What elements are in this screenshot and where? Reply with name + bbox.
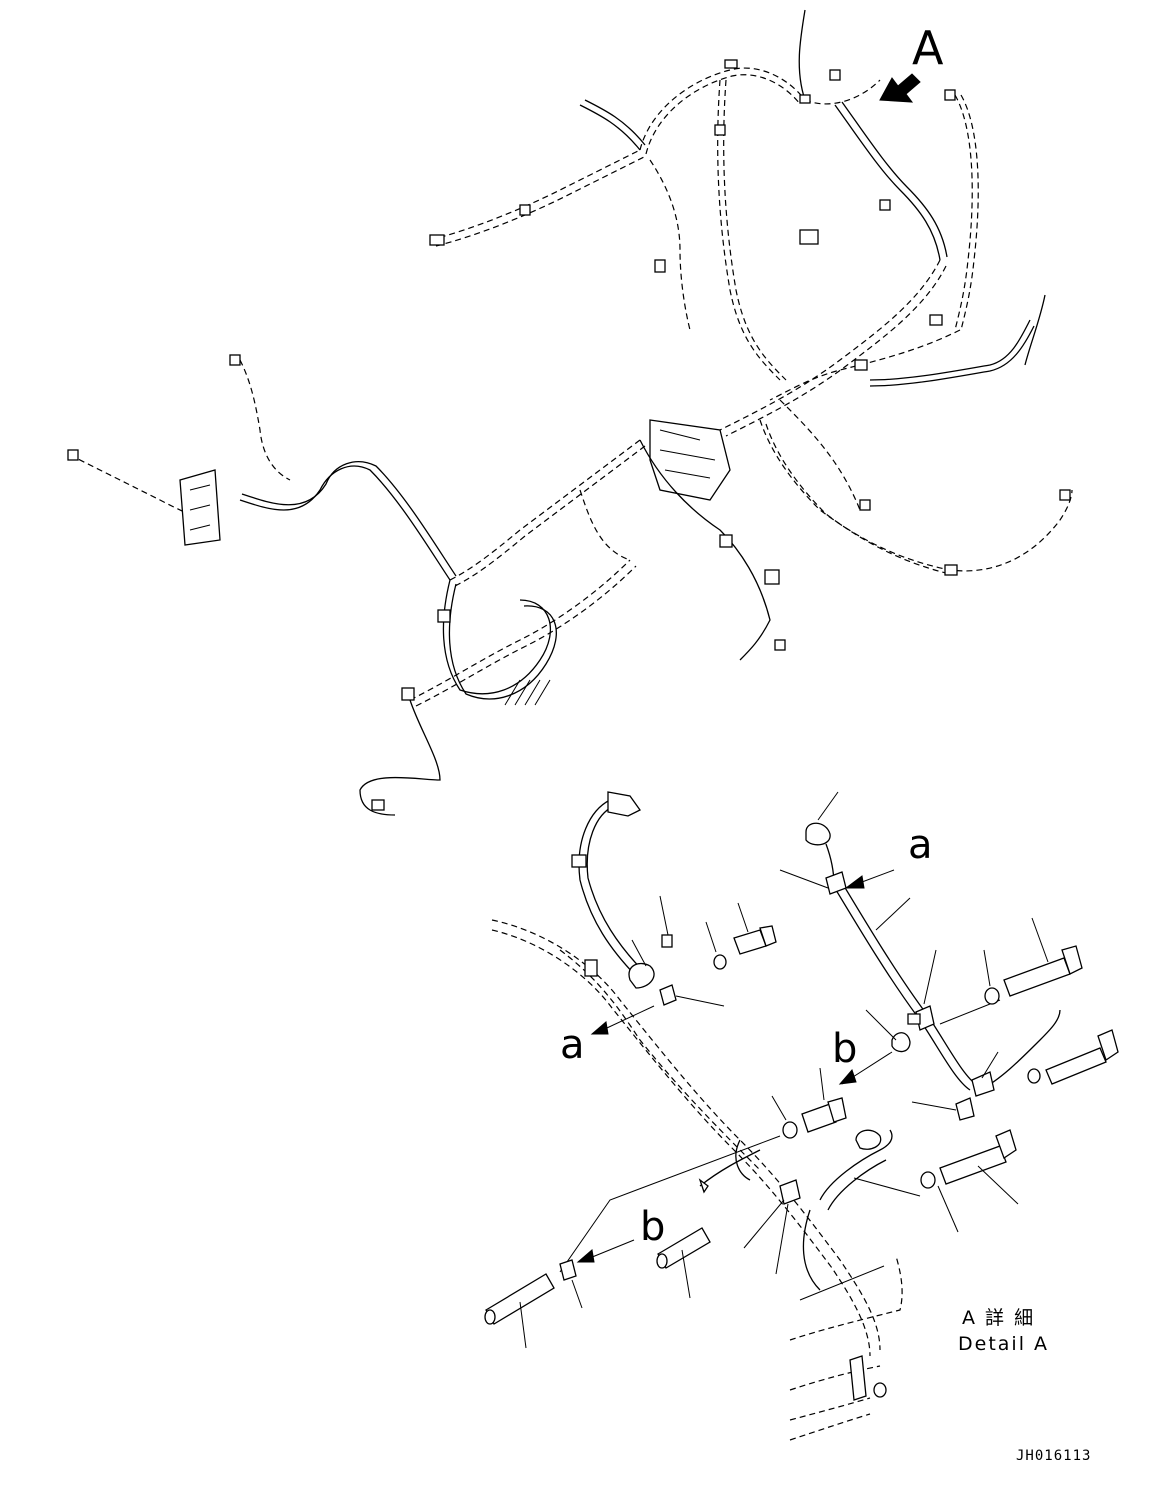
detail-title: A 詳 細 Detail A: [958, 1307, 1049, 1355]
callout-a-upper: a: [908, 822, 933, 868]
callout-b-lower: b: [640, 1204, 665, 1250]
callout-b-mid: b: [832, 1026, 857, 1072]
main-harness-assembly: [67, 9, 1073, 816]
drawing-id: JH016113: [1016, 1448, 1091, 1464]
callout-a-left: a: [560, 1022, 585, 1068]
view-arrow-a: A: [879, 21, 944, 103]
detail-title-jp: A 詳 細: [962, 1307, 1035, 1329]
detail-a-assembly: a a b: [484, 791, 1119, 1441]
detail-title-en: Detail A: [958, 1333, 1049, 1355]
view-arrow-label: A: [912, 21, 944, 75]
